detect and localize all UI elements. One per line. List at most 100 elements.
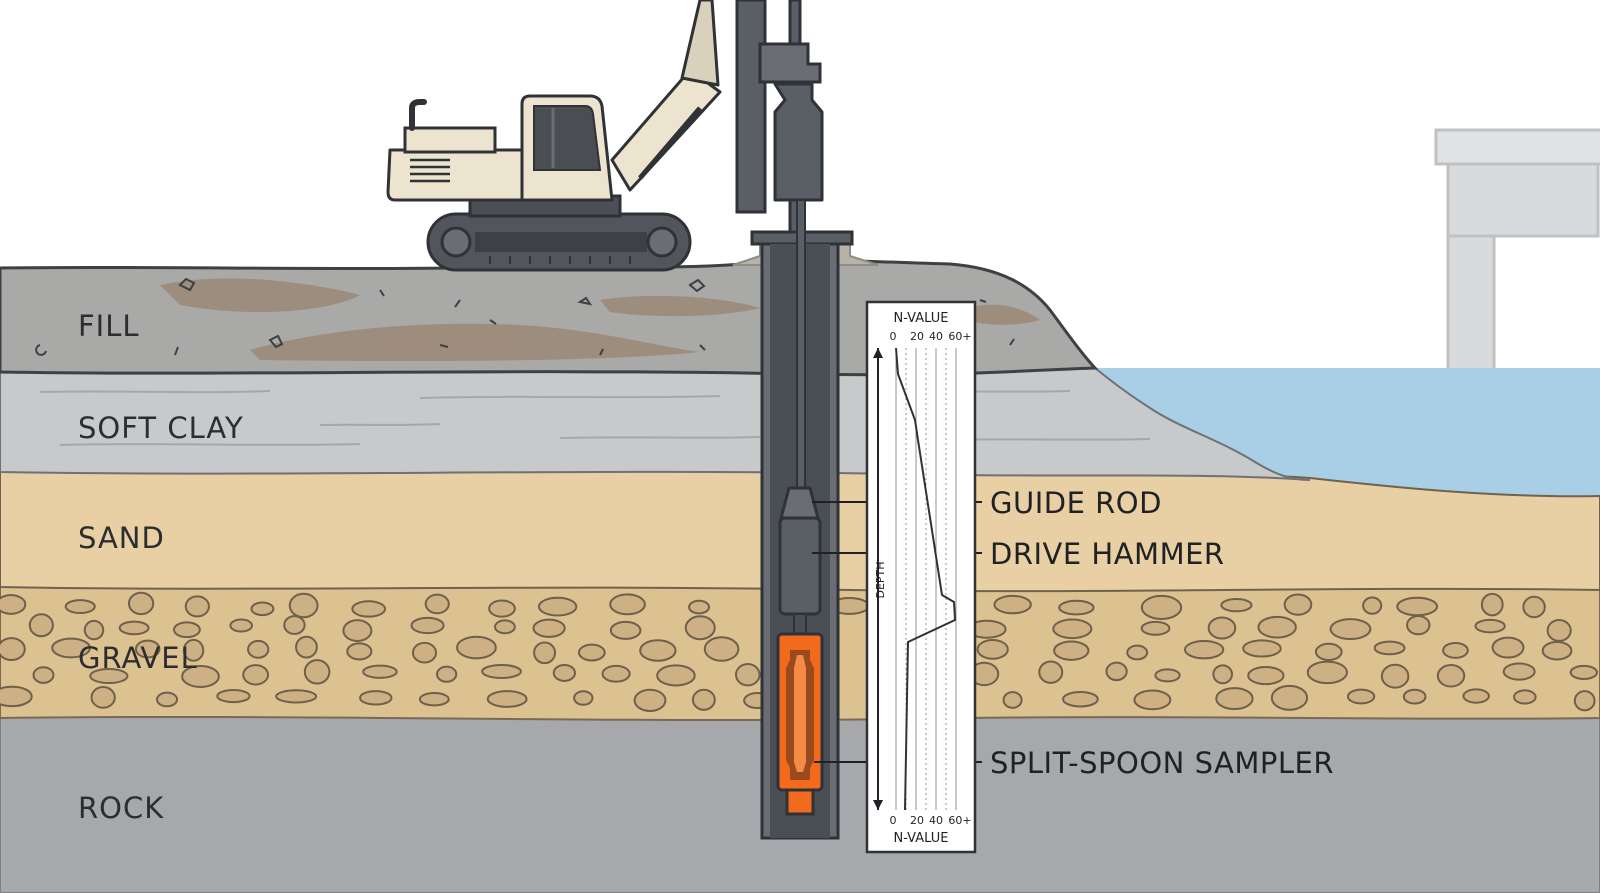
layer-label-soft-clay: SOFT CLAY [78, 411, 244, 445]
gravel-pebble [1396, 596, 1439, 617]
gravel-pebble [456, 635, 497, 660]
gravel-pebble [242, 664, 270, 686]
gravel-pebble [1573, 690, 1596, 712]
gravel-pebble [1513, 689, 1537, 705]
gravel-pebble [1183, 639, 1225, 660]
log-top-tick-60: 60+ [948, 330, 971, 343]
layer-label-gravel: GRAVEL [78, 641, 198, 675]
gravel-pebble [229, 618, 254, 633]
gravel-pebble [216, 689, 251, 704]
gravel-pebble [1215, 687, 1254, 711]
gravel-pebble [1052, 618, 1093, 640]
gravel-pebble [1062, 690, 1099, 708]
gravel-pebble [410, 616, 445, 635]
gravel-pebble [83, 619, 105, 641]
gravel-pebble [1346, 688, 1376, 705]
gravel-pebble [601, 664, 631, 683]
gravel-pebble [481, 663, 522, 680]
callout-split-spoon-sampler: SPLIT-SPOON SAMPLER [990, 746, 1334, 780]
gravel-pebble [976, 638, 1009, 660]
gravel-pebble [1154, 668, 1181, 683]
gravel-pebble [1140, 620, 1171, 636]
gravel-pebble [182, 638, 205, 662]
gravel-pebble [1406, 614, 1431, 636]
gravel-pebble [436, 665, 458, 683]
gravel-pebble [494, 619, 516, 635]
gravel-pebble [1522, 595, 1546, 619]
gravel-pebble [1002, 691, 1023, 709]
gravel-pebble [32, 666, 55, 684]
n-value-profile-line [895, 347, 957, 811]
gravel-pebble [1257, 615, 1297, 639]
gravel-pebble [1038, 660, 1064, 684]
gravel-pebble [1270, 684, 1309, 711]
gravel-pebble [532, 618, 566, 638]
gravel-pebble [351, 600, 387, 618]
gravel-pebble [1462, 688, 1490, 704]
log-bottom-tick-40: 40 [929, 814, 943, 827]
gravel-pebble [247, 639, 270, 659]
drive-hammer [778, 486, 822, 635]
gravel-pebble [303, 659, 331, 685]
gravel-pebble [552, 663, 576, 682]
log-bottom-tick-60: 60+ [948, 814, 971, 827]
gravel-pebble [1402, 688, 1427, 705]
gravel-pebble [691, 688, 716, 711]
gravel-pebble [1140, 594, 1183, 621]
gravel-pebble [537, 596, 578, 617]
gravel-pebble [993, 594, 1032, 615]
log-chart-frame [865, 300, 977, 854]
gravel-pebble [295, 635, 318, 659]
gravel-pebble [184, 595, 210, 618]
log-top-tick-0: 0 [890, 330, 897, 343]
gravel-pebble [1380, 663, 1410, 689]
gravel-pebble [275, 689, 318, 704]
gravel-pebble [362, 664, 398, 679]
gravel-pebble [573, 690, 594, 706]
gravel-pebble [1373, 640, 1406, 656]
gravel-pebble [639, 639, 677, 662]
gravel-pebble [1133, 689, 1172, 711]
rig-mast [735, 0, 824, 234]
layer-label-sand: SAND [78, 521, 165, 555]
gravel-pebble [656, 664, 696, 687]
gravel-pebble [486, 690, 528, 708]
log-bottom-tick-0: 0 [890, 814, 897, 827]
gravel-pebble [411, 641, 438, 664]
gravel-pebble [609, 620, 642, 640]
gravel-pebble [1212, 664, 1234, 685]
gravel-pebble [1329, 618, 1372, 641]
gravel-pebble [1480, 592, 1504, 617]
depth-arrow-down [873, 800, 883, 810]
gravel-pebble [1474, 618, 1506, 634]
gravel-pebble [342, 619, 373, 643]
n-value-log-chart: N-VALUE 0 20 40 60+ DEPTH 0 20 40 60+ N-… [865, 300, 977, 854]
depth-axis-label: DEPTH [874, 561, 887, 598]
gravel-pebble [688, 599, 711, 615]
gravel-pebble [1306, 660, 1348, 685]
split-spoon-sampler [776, 632, 824, 816]
fill-debris [35, 277, 1015, 356]
callout-guide-rod: GUIDE ROD [990, 486, 1162, 520]
gravel-pebble [1362, 596, 1383, 615]
gravel-pebble [64, 599, 96, 615]
gravel-pebble [418, 692, 450, 707]
depth-arrow-up [873, 348, 883, 358]
log-bottom-title: N-VALUE [894, 831, 949, 846]
gravel-pebble [1502, 662, 1536, 681]
gravel-pebble [51, 637, 91, 659]
gravel-pebble [1126, 644, 1149, 661]
gravel-pebble [734, 663, 761, 687]
gravel-pebble [703, 636, 740, 662]
gravel-pebble [0, 685, 33, 708]
gravel-pebble [288, 592, 319, 619]
gravel-pebble [1207, 616, 1237, 640]
gravel-pebble [89, 668, 129, 685]
gravel-pebble [1541, 640, 1573, 661]
fill-patches [160, 278, 1040, 362]
gravel-pebble [127, 591, 155, 616]
gravel-pebble [90, 686, 116, 709]
gravel-pebble [1053, 640, 1090, 661]
gravel-pebble [488, 599, 516, 618]
